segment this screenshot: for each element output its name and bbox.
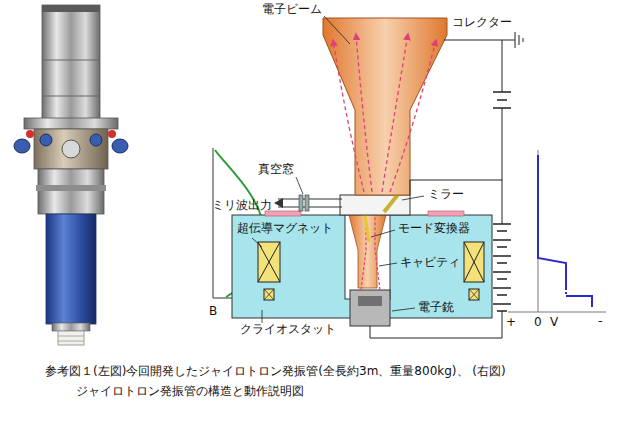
gun-cathode bbox=[358, 296, 382, 306]
leader-line bbox=[402, 196, 424, 200]
collector bbox=[323, 18, 447, 195]
ring-line bbox=[58, 341, 84, 342]
middle-section bbox=[38, 169, 104, 214]
window-section bbox=[34, 129, 108, 169]
voltage-curve bbox=[565, 288, 567, 296]
blue-fitting bbox=[40, 134, 52, 146]
ring-line bbox=[42, 96, 100, 97]
beam-arrow bbox=[333, 40, 364, 192]
leader-line bbox=[262, 310, 263, 323]
output-arrow bbox=[274, 198, 283, 208]
small-coil bbox=[469, 289, 479, 300]
callout-label: 電子銃 bbox=[418, 301, 454, 315]
ring-line bbox=[42, 60, 100, 61]
callout-label: 電子ビーム bbox=[262, 3, 322, 17]
callout-label: クライオスタット bbox=[240, 323, 336, 337]
leader-line bbox=[252, 238, 262, 247]
leader-line bbox=[379, 263, 397, 266]
tube-body bbox=[340, 195, 410, 215]
leader-lines bbox=[252, 16, 424, 323]
flange bbox=[24, 118, 118, 129]
blue-fitting bbox=[14, 139, 30, 153]
leader-line bbox=[371, 230, 395, 237]
callout-label: モード変換器 bbox=[398, 222, 470, 236]
cryostat bbox=[232, 211, 492, 318]
ground-symbol bbox=[515, 32, 523, 48]
callout-label: ミリ波出力 bbox=[212, 199, 272, 213]
battery-stack bbox=[493, 224, 511, 311]
axis-label: 0 bbox=[534, 315, 542, 329]
wire bbox=[502, 40, 503, 224]
coil-cross bbox=[464, 242, 484, 282]
figure-caption: 参考図１(左図)今回開発したジャイロトロン発振管(全長約3m、重量800kg)、… bbox=[45, 362, 516, 402]
callout-label: 超伝導マグネット bbox=[237, 222, 333, 236]
red-fitting bbox=[26, 130, 34, 138]
beam-arrow bbox=[390, 40, 436, 192]
voltage-curve bbox=[538, 155, 566, 288]
gyrotron-photo bbox=[14, 5, 128, 345]
coil-box bbox=[464, 242, 484, 282]
top-cap bbox=[42, 5, 100, 12]
vacuum-window bbox=[299, 195, 303, 211]
blue-cylinder bbox=[46, 214, 96, 324]
leader-line bbox=[324, 16, 350, 44]
axis-label: B bbox=[209, 304, 217, 318]
axis-label: - bbox=[598, 313, 603, 329]
vacuum-window bbox=[305, 195, 309, 211]
port bbox=[62, 140, 80, 158]
callout-label: キャビティ bbox=[400, 256, 460, 270]
red-fitting bbox=[108, 130, 116, 138]
beam-arrow bbox=[356, 34, 372, 192]
coil-box bbox=[258, 242, 280, 282]
callout-label: 真空窓 bbox=[258, 163, 294, 177]
beam-arrow bbox=[382, 34, 408, 192]
electron-gun bbox=[350, 290, 390, 326]
band bbox=[36, 185, 106, 191]
upper-cylinder bbox=[42, 5, 100, 123]
flange-strip bbox=[428, 211, 464, 216]
wire bbox=[444, 40, 515, 41]
axis-label: V bbox=[550, 315, 558, 329]
gun-connector bbox=[58, 331, 84, 345]
leader-line bbox=[392, 308, 415, 311]
beam-spread bbox=[333, 34, 436, 192]
blue-fitting bbox=[90, 134, 102, 146]
bottom-ring bbox=[52, 323, 90, 331]
coil-cross bbox=[469, 289, 479, 300]
callout-label: コレクター bbox=[452, 16, 512, 30]
blue-fitting bbox=[112, 139, 128, 153]
leader-line bbox=[296, 177, 303, 194]
axis-label: + bbox=[506, 315, 516, 329]
waveguide bbox=[278, 207, 342, 208]
small-coil bbox=[264, 289, 274, 300]
wire bbox=[370, 311, 502, 338]
voltage-profile bbox=[508, 150, 606, 312]
cryostat-body bbox=[232, 215, 492, 318]
coil-cross bbox=[264, 289, 274, 300]
ring-line bbox=[58, 336, 84, 337]
waveguide bbox=[278, 199, 342, 200]
coil-cross bbox=[258, 242, 280, 282]
callout-label: ミラー bbox=[428, 188, 464, 202]
axis-line bbox=[508, 312, 606, 313]
battery-small bbox=[493, 92, 511, 108]
power-circuit bbox=[370, 32, 523, 338]
axis-line bbox=[213, 148, 214, 298]
voltage-curve bbox=[566, 296, 592, 307]
